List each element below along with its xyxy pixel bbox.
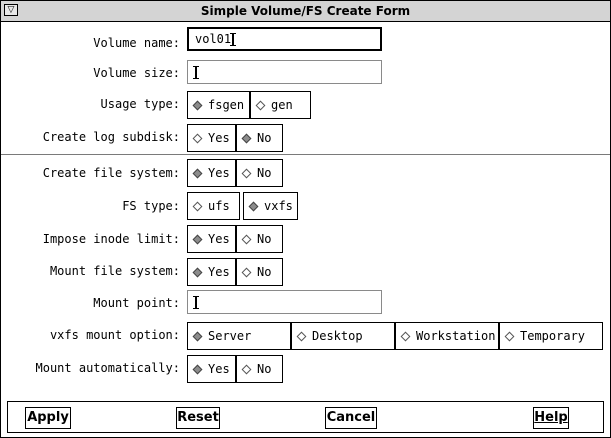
fs-type-ufs-option[interactable]: ufs: [187, 192, 240, 220]
text-cursor-icon: [193, 66, 199, 79]
section-divider: [1, 154, 610, 155]
fs-type-vxfs-option[interactable]: vxfs: [243, 192, 298, 220]
mount-automatically-yes-option[interactable]: Yes: [187, 355, 236, 383]
create-log-subdisk-no-option[interactable]: No: [236, 124, 283, 152]
create-file-system-label: Create file system:: [42, 166, 180, 180]
mount-point-label: Mount point:: [93, 296, 180, 310]
vxfs-mount-option-temporary[interactable]: Temporary: [499, 322, 603, 350]
title-bar: Simple Volume/FS Create Form ▽: [1, 1, 610, 22]
volume-size-label: Volume size:: [93, 66, 180, 80]
create-log-subdisk-yes-option[interactable]: Yes: [187, 124, 236, 152]
radio-unselected-icon: [192, 133, 203, 143]
apply-button[interactable]: Apply: [25, 407, 71, 429]
radio-selected-icon: [248, 201, 259, 211]
option-label: Yes: [208, 362, 230, 376]
radio-unselected-icon: [241, 234, 252, 244]
option-label: Yes: [208, 166, 230, 180]
option-label: vxfs: [264, 199, 293, 213]
impose-inode-limit-yes-option[interactable]: Yes: [187, 225, 236, 253]
mount-file-system-no-option[interactable]: No: [236, 258, 283, 286]
radio-selected-icon: [192, 331, 203, 341]
option-label: Yes: [208, 131, 230, 145]
radio-unselected-icon: [192, 201, 203, 211]
option-label: No: [257, 265, 272, 279]
window-menu-icon[interactable]: ▽: [4, 4, 18, 16]
radio-selected-icon: [192, 234, 203, 244]
reset-button[interactable]: Reset: [176, 407, 220, 429]
mount-automatically-no-option[interactable]: No: [236, 355, 283, 383]
option-label: No: [257, 362, 272, 376]
volume-name-label: Volume name:: [93, 36, 180, 50]
usage-type-fsgen-option[interactable]: fsgen: [187, 91, 250, 119]
usage-type-gen-option[interactable]: gen: [250, 91, 311, 119]
button-bar: Apply Reset Cancel Help: [7, 401, 604, 433]
mount-point-input[interactable]: [187, 290, 382, 314]
mount-file-system-label: Mount file system:: [49, 264, 180, 278]
radio-selected-icon: [192, 267, 203, 277]
option-label: ufs: [208, 199, 230, 213]
vxfs-mount-option-server[interactable]: Server: [187, 322, 291, 350]
vxfs-mount-option-label: vxfs mount option:: [49, 328, 180, 342]
text-cursor-icon: [193, 296, 199, 309]
help-button[interactable]: Help: [533, 407, 569, 429]
impose-inode-limit-no-option[interactable]: No: [236, 225, 283, 253]
volume-name-value: vol01: [195, 32, 232, 46]
create-file-system-yes-option[interactable]: Yes: [187, 159, 236, 187]
vxfs-mount-option-workstation[interactable]: Workstation: [395, 322, 499, 350]
radio-selected-icon: [192, 168, 203, 178]
radio-unselected-icon: [504, 331, 515, 341]
volume-size-input[interactable]: [187, 60, 382, 84]
mount-file-system-yes-option[interactable]: Yes: [187, 258, 236, 286]
option-label: Yes: [208, 232, 230, 246]
cancel-button[interactable]: Cancel: [325, 407, 377, 429]
radio-unselected-icon: [241, 267, 252, 277]
option-label: Yes: [208, 265, 230, 279]
radio-selected-icon: [192, 364, 203, 374]
radio-unselected-icon: [241, 364, 252, 374]
option-label: gen: [271, 98, 293, 112]
option-label: Temporary: [520, 329, 586, 343]
create-log-subdisk-label: Create log subdisk:: [42, 130, 180, 144]
impose-inode-limit-label: Impose inode limit:: [42, 232, 180, 246]
radio-unselected-icon: [400, 331, 411, 341]
radio-selected-icon: [241, 133, 252, 143]
mount-automatically-label: Mount automatically:: [35, 361, 181, 375]
option-label: Workstation: [416, 329, 496, 343]
radio-selected-icon: [192, 100, 203, 110]
usage-type-label: Usage type:: [100, 97, 180, 111]
option-label: Desktop: [312, 329, 363, 343]
radio-unselected-icon: [241, 168, 252, 178]
window-title: Simple Volume/FS Create Form: [200, 4, 411, 18]
option-label: Server: [208, 329, 252, 343]
text-cursor-icon: [230, 33, 237, 46]
create-file-system-no-option[interactable]: No: [236, 159, 283, 187]
radio-unselected-icon: [255, 100, 266, 110]
option-label: fsgen: [208, 98, 245, 112]
option-label: No: [257, 166, 272, 180]
option-label: No: [257, 232, 272, 246]
radio-unselected-icon: [296, 331, 307, 341]
volume-name-input[interactable]: vol01: [187, 27, 382, 51]
vxfs-mount-option-desktop[interactable]: Desktop: [291, 322, 395, 350]
fs-type-label: FS type:: [122, 199, 180, 213]
option-label: No: [257, 131, 272, 145]
